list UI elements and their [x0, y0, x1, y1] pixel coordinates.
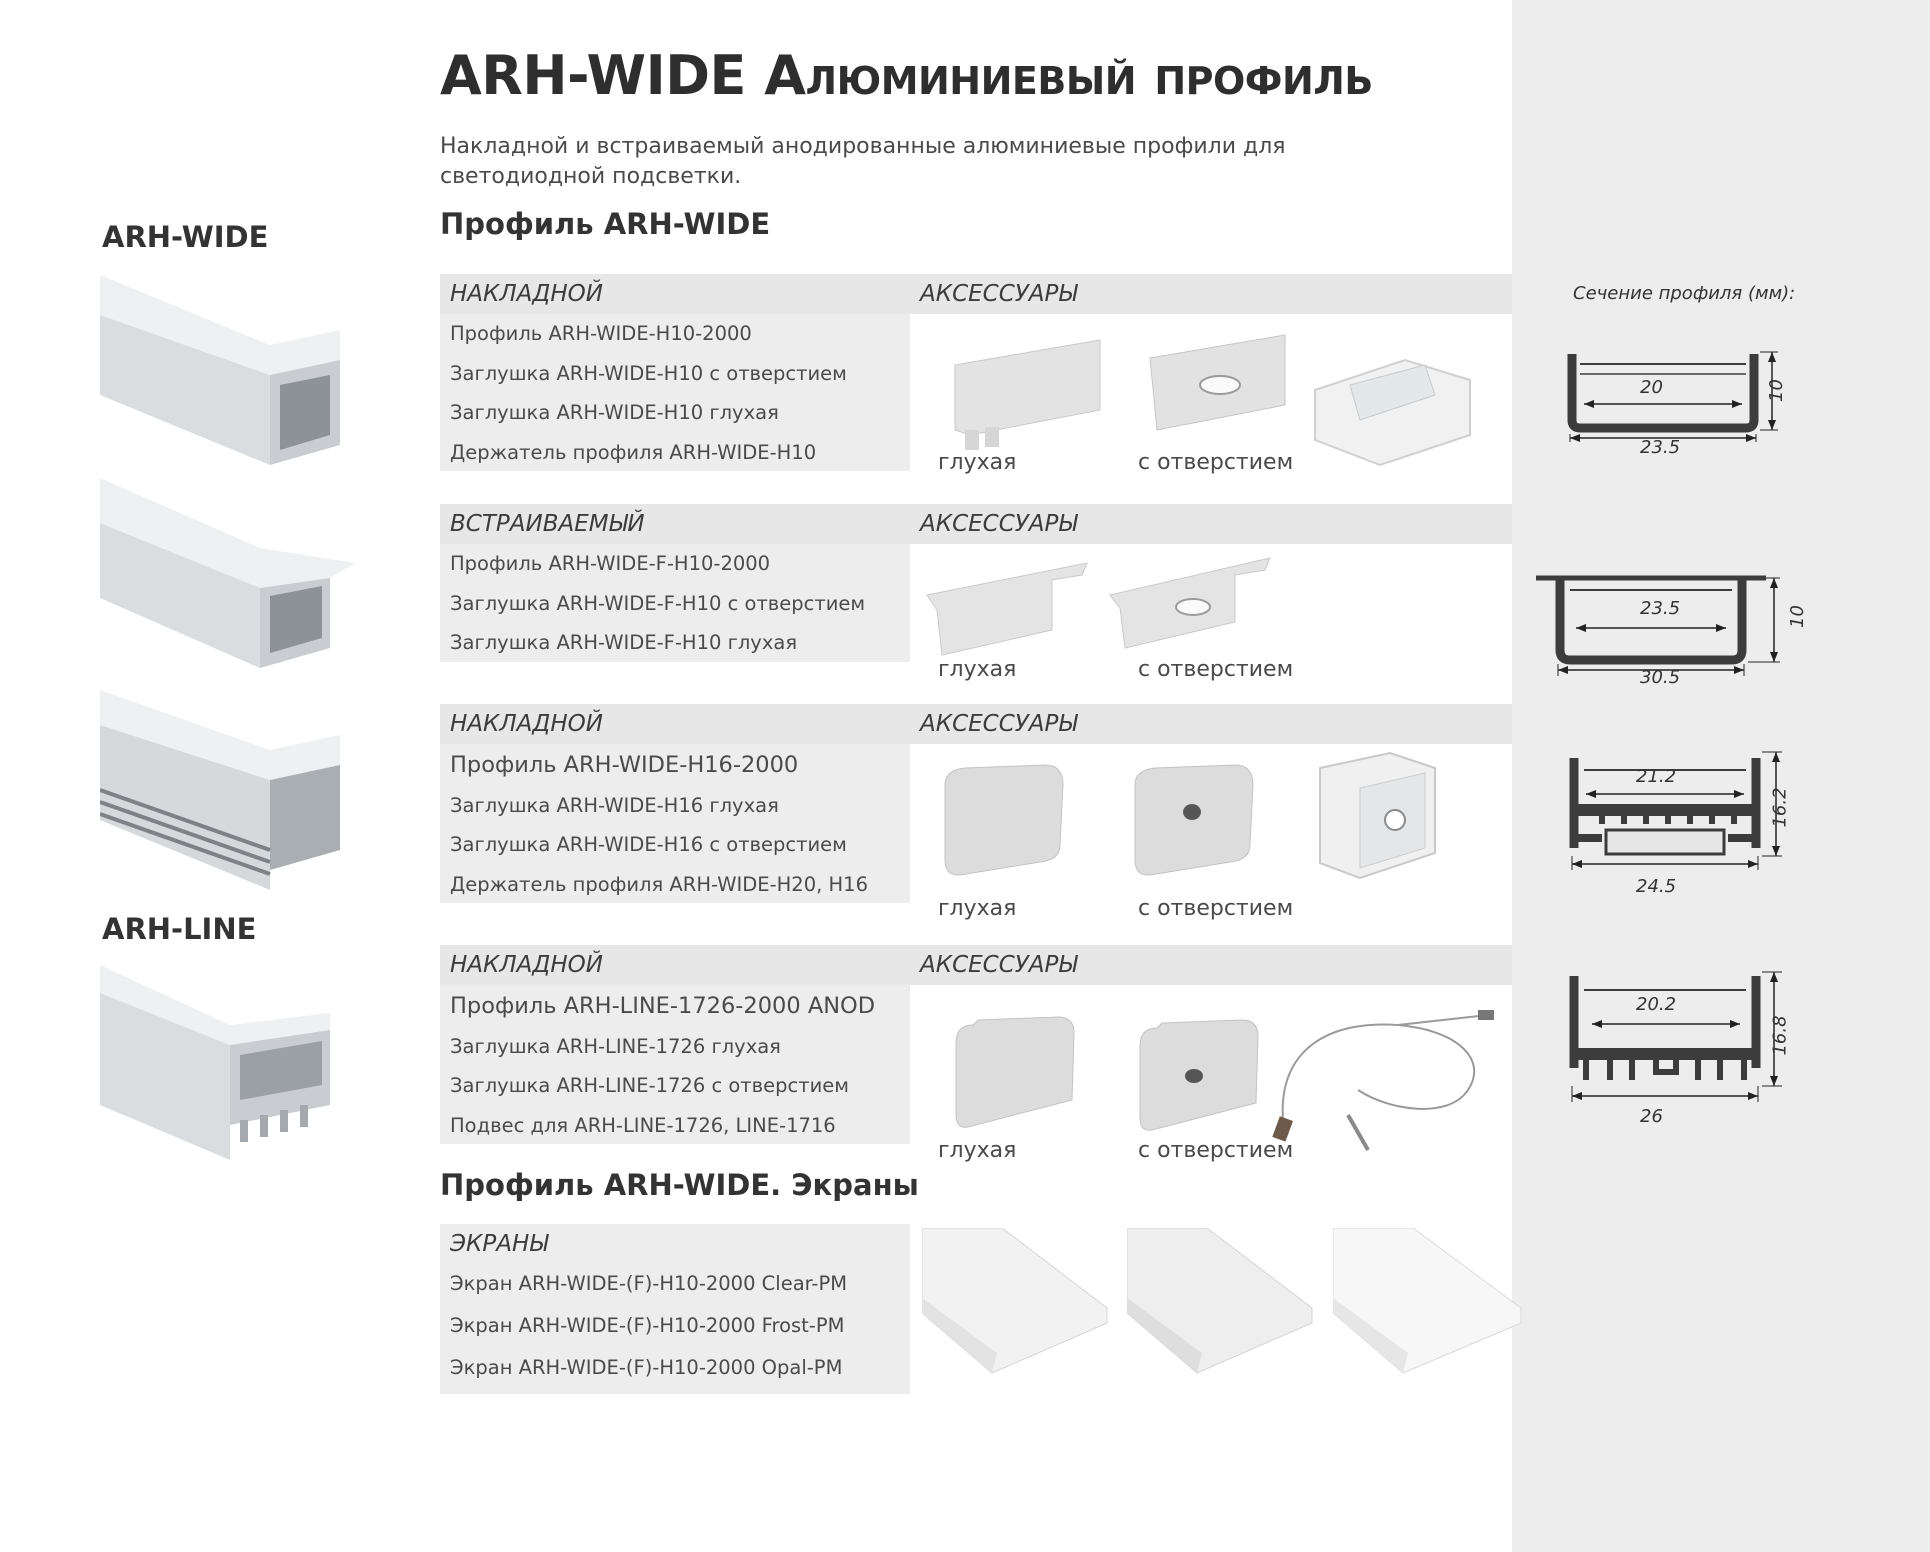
block-4-item: Заглушка ARH-LINE-1726 глухая	[450, 1035, 781, 1058]
cross-section-2-height: 10	[1786, 605, 1808, 628]
intro-text: Накладной и встраиваемый анодированные а…	[440, 134, 1286, 189]
block-1-caption: НАКЛАДНОЙ	[450, 281, 603, 307]
block-1-accessories-caption: АКСЕССУАРЫ	[920, 281, 1078, 307]
end-cap-blind-image	[954, 339, 1101, 450]
screen-item: Экран ARH-WIDE-(F)-H10-2000 Clear-PM	[450, 1272, 848, 1295]
end-cap-blind-line-image	[955, 1016, 1075, 1128]
cross-section-1-inner: 20	[1640, 377, 1663, 398]
block-2-accessories-caption: АКСЕССУАРЫ	[920, 511, 1078, 537]
screens-caption: ЭКРАНЫ	[450, 1231, 549, 1257]
block-3-item: Заглушка ARH-WIDE-H16 глухая	[450, 794, 779, 817]
screen-clear-image	[922, 1228, 1108, 1374]
block-3-item: Заглушка ARH-WIDE-H16 с отверстием	[450, 833, 847, 856]
block-4-list-panel	[440, 985, 910, 1144]
block-3-list-panel	[440, 744, 910, 903]
accessory-label-blind: глухая	[938, 1138, 1017, 1163]
cross-section-2-inner: 23.5	[1640, 598, 1681, 619]
end-cap-hole-image	[1149, 334, 1286, 431]
profile-photo-line-1726	[100, 965, 330, 1160]
block-4-caption: НАКЛАДНОЙ	[450, 952, 603, 978]
block-4-item: Заглушка ARH-LINE-1726 с отверстием	[450, 1074, 849, 1097]
screen-frost-image	[1127, 1228, 1313, 1374]
accessory-label-blind: глухая	[938, 450, 1017, 475]
profile-photo-wide-h16	[100, 690, 340, 890]
profile-holder-image	[1314, 358, 1471, 467]
cross-section-3-outer: 24.5	[1636, 876, 1677, 897]
block-3-item: Профиль ARH-WIDE-H16-2000	[450, 752, 799, 778]
profile-photo-wide-h10	[100, 275, 340, 465]
accessory-label-hole: с отверстием	[1138, 896, 1294, 921]
end-cap-blind-f-image	[926, 562, 1088, 656]
end-cap-hole-line-image	[1139, 1019, 1259, 1131]
cross-section-3-height: 16.2	[1769, 787, 1791, 828]
screen-opal-image	[1333, 1228, 1522, 1374]
suspension-kit-image	[1272, 1010, 1494, 1151]
sidebar-label-wide: ARH-WIDE	[102, 220, 269, 254]
block-1-item: Заглушка ARH-WIDE-H10 глухая	[450, 401, 779, 424]
block-2-header	[440, 504, 1512, 544]
page-title-main: ARH-WIDE	[440, 44, 746, 107]
block-3-item: Держатель профиля ARH-WIDE-H20, H16	[450, 873, 868, 896]
section-title-profile: Профиль ARH-WIDE	[440, 207, 771, 241]
block-3-accessories-caption: АКСЕССУАРЫ	[920, 711, 1078, 737]
block-4-accessories-caption: АКСЕССУАРЫ	[920, 952, 1078, 978]
block-1-item: Держатель профиля ARH-WIDE-H10	[450, 441, 817, 464]
accessory-label-hole: с отверстием	[1138, 657, 1294, 682]
cross-section-4-height: 16.8	[1769, 1015, 1791, 1056]
block-2-item: Заглушка ARH-WIDE-F-H10 с отверстием	[450, 592, 866, 615]
cross-section-2-outer: 30.5	[1640, 667, 1681, 688]
cross-section-1-height: 10	[1765, 379, 1787, 402]
section-title-screens: Профиль ARH-WIDE. Экраны	[440, 1168, 919, 1202]
sidebar-label-line: ARH-LINE	[102, 912, 257, 946]
page-title-sub: Алюминиевый профиль	[764, 44, 1373, 107]
cross-section-4-outer: 26	[1640, 1106, 1663, 1127]
end-cap-hole-h16-image	[1134, 764, 1254, 876]
cross-section-caption: Сечение профиля (мм):	[1573, 283, 1796, 304]
block-2-item: Заглушка ARH-WIDE-F-H10 глухая	[450, 631, 798, 654]
profile-holder-h16-image	[1319, 751, 1436, 880]
accessory-label-blind: глухая	[938, 896, 1017, 921]
cross-section-1-outer: 23.5	[1640, 437, 1681, 458]
block-4-header	[440, 945, 1512, 985]
block-4-item: Подвес для ARH-LINE-1726, LINE-1716	[450, 1114, 836, 1137]
accessory-label-hole: с отверстием	[1138, 450, 1294, 475]
screens-list-panel	[440, 1224, 910, 1394]
block-2-item: Профиль ARH-WIDE-F-H10-2000	[450, 552, 771, 575]
end-cap-blind-h16-image	[944, 764, 1064, 876]
profile-photo-wide-f-h10	[100, 478, 355, 668]
block-2-list-panel	[440, 544, 910, 662]
block-2-caption: ВСТРАИВАЕМЫЙ	[450, 511, 645, 537]
cross-section-4-inner: 20.2	[1636, 994, 1677, 1015]
cross-section-2-drawing	[1536, 575, 1780, 676]
block-1-item: Профиль ARH-WIDE-H10-2000	[450, 322, 752, 345]
screen-item: Экран ARH-WIDE-(F)-H10-2000 Frost-PM	[450, 1314, 845, 1337]
cross-section-column	[1512, 0, 1930, 1552]
block-3-caption: НАКЛАДНОЙ	[450, 711, 603, 737]
screen-item: Экран ARH-WIDE-(F)-H10-2000 Opal-PM	[450, 1356, 843, 1379]
page-title: ARH-WIDE Алюминиевый профиль	[440, 44, 1373, 107]
cross-section-1-drawing	[1567, 351, 1778, 442]
cross-section-3-inner: 21.2	[1636, 766, 1677, 787]
end-cap-hole-f-image	[1109, 557, 1271, 649]
accessory-label-hole: с отверстием	[1138, 1138, 1294, 1163]
accessory-label-blind: глухая	[938, 657, 1017, 682]
block-1-list-panel	[440, 314, 910, 471]
block-1-header	[440, 274, 1512, 314]
cross-section-3-drawing	[1569, 751, 1782, 870]
block-4-item: Профиль ARH-LINE-1726-2000 ANOD	[450, 993, 876, 1019]
block-3-header	[440, 704, 1512, 744]
block-1-item: Заглушка ARH-WIDE-H10 с отверстием	[450, 362, 847, 385]
cross-section-4-drawing	[1569, 971, 1782, 1102]
